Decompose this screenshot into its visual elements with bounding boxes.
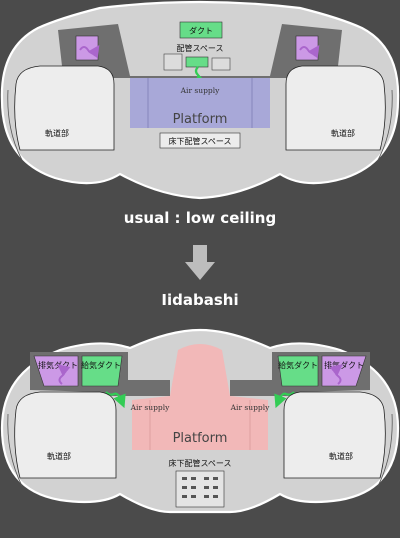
usual-supply-duct [185,56,209,68]
usual-track-right-label: 軌道部 [331,128,355,138]
usual-ceiling-structure [58,24,342,90]
usual-left-squiggle-icon [79,45,100,59]
usual-piping-box-left [163,53,183,71]
iidabashi-supply-right-label: 給気ダクト [278,360,318,370]
caption-usual: usual : low ceiling [124,209,276,227]
usual-duct-label: ダクト [189,26,213,36]
iidabashi-right-air-squiggle-icon [274,391,295,409]
usual-track-left-label: 軌道部 [45,128,69,138]
usual-section: ダクト 配管スペース Air supply Platform 軌道部 軌道部 床… [0,0,400,200]
iidabashi-left-air-squiggle-icon [105,391,126,409]
iidabashi-supply-duct-left [81,355,123,387]
iidabashi-left-tunnel [14,391,117,479]
iidabashi-underfloor-pipes [182,477,218,498]
usual-piping-box-right [211,57,231,71]
iidabashi-track-left-label: 軌道部 [47,451,71,461]
iidabashi-section: 排気ダクト 給気ダクト 給気ダクト 排気ダクト Air supply Air s… [0,328,400,514]
iidabashi-right-tunnel [283,391,386,479]
usual-piping-label: 配管スペース [176,43,223,53]
iidabashi-supply-duct-right [277,355,319,387]
iidabashi-air-supply-right-label: Air supply [230,403,270,412]
usual-underfloor-label: 床下配管スペース [168,136,231,146]
iidabashi-platform-label: Platform [173,431,228,446]
iidabashi-exhaust-right-label: 排気ダクト [324,360,364,370]
iidabashi-platform [132,344,268,450]
usual-platform [130,78,270,128]
usual-duct-box [179,21,223,39]
usual-platform-label: Platform [173,112,228,127]
iidabashi-exhaust-left-label: 排気ダクト [38,360,78,370]
iidabashi-track-right-label: 軌道部 [329,451,353,461]
caption-iidabashi: Iidabashi [161,291,238,309]
iidabashi-exhaust-duct-left [33,355,79,387]
usual-underfloor-box [159,132,241,149]
usual-right-tunnel [285,65,386,151]
iidabashi-underfloor-label: 床下配管スペース [168,458,231,468]
usual-left-tunnel [14,65,115,151]
usual-air-supply-label: Air supply [180,86,220,95]
iidabashi-exhaust-duct-right [321,355,367,387]
iidabashi-air-supply-left-label: Air supply [130,403,170,412]
usual-right-squiggle-icon [299,45,320,59]
iidabashi-right-exhaust-squiggle-icon [329,364,343,385]
iidabashi-supply-left-label: 給気ダクト [81,360,121,370]
iidabashi-left-exhaust-squiggle-icon [57,364,71,385]
down-arrow-icon [185,245,215,280]
